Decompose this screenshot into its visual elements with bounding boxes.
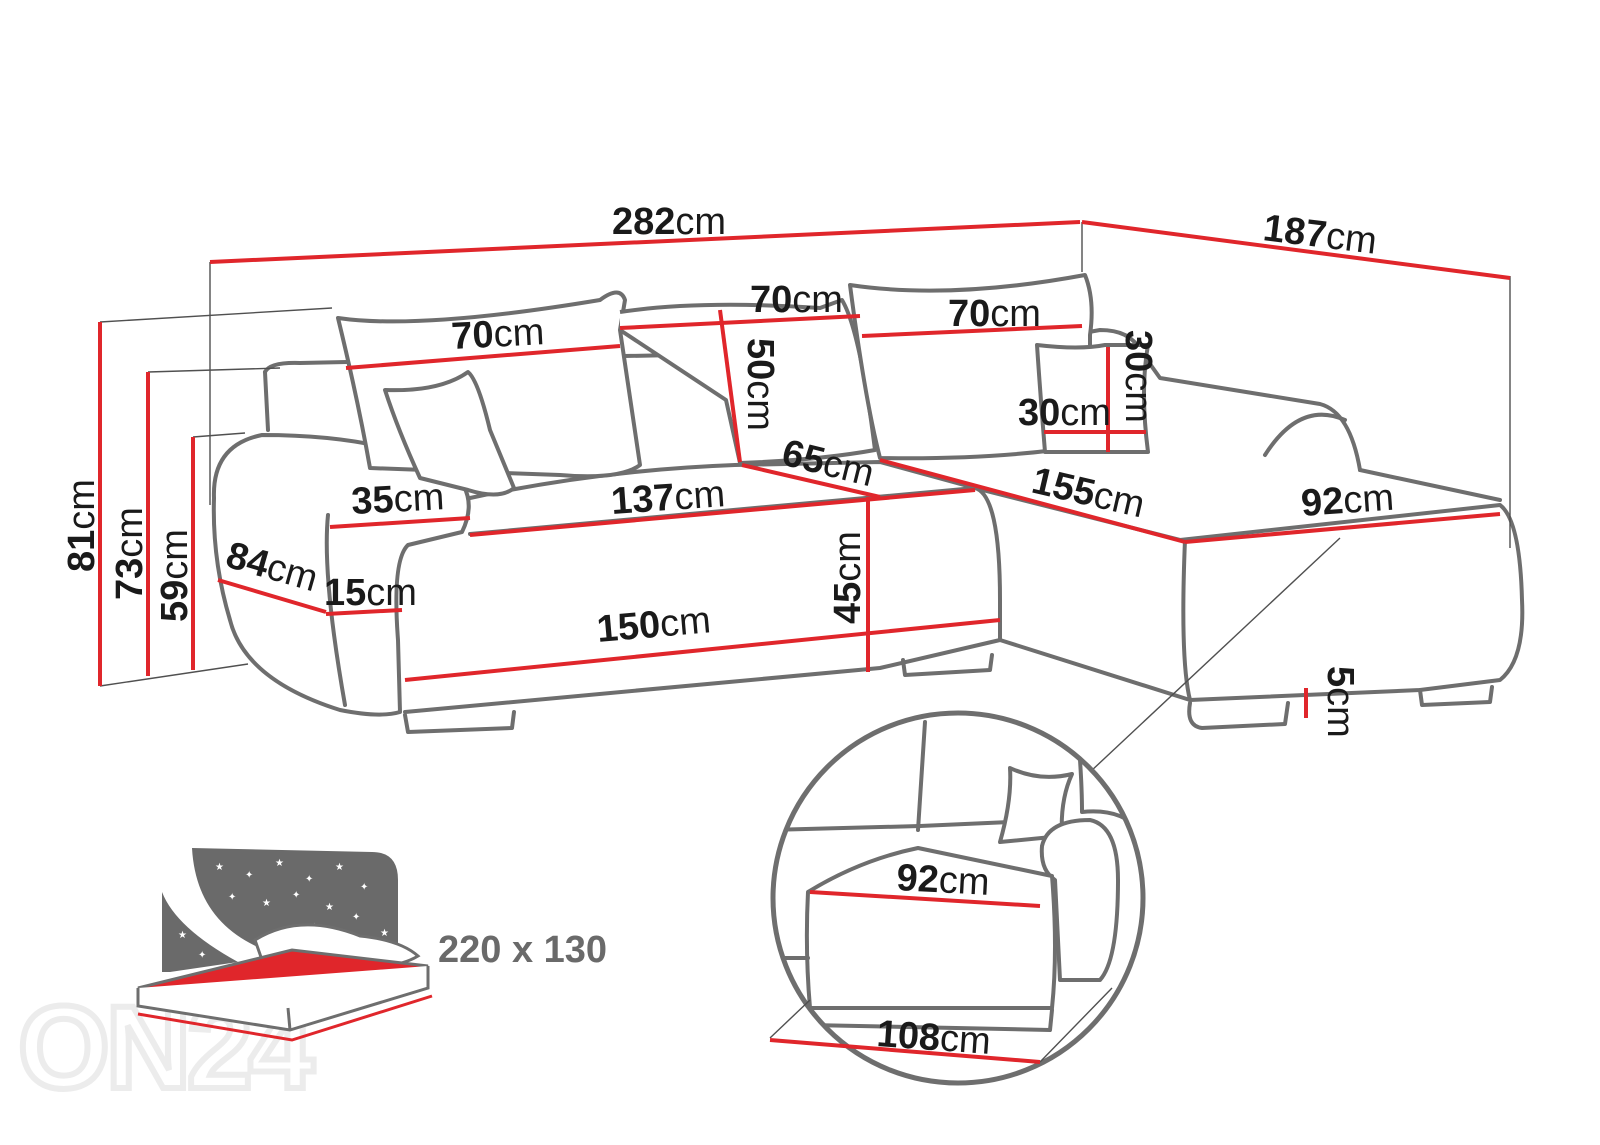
throw-cushion-left bbox=[383, 370, 516, 497]
label-chaise-width: 92cm bbox=[1300, 477, 1396, 525]
label-total-length: 282cm bbox=[612, 201, 726, 243]
reference-lines bbox=[99, 222, 1511, 773]
label-leg-height: 5cm bbox=[1319, 666, 1361, 738]
svg-text:✦: ✦ bbox=[352, 912, 360, 923]
dim-line-chaise-depth bbox=[1081, 220, 1511, 280]
svg-text:★: ★ bbox=[215, 862, 224, 873]
label-detail-bottom: 108cm bbox=[875, 1013, 992, 1063]
dim-line-cushion-height bbox=[718, 309, 742, 463]
night-sky-icon bbox=[192, 848, 398, 957]
svg-text:★: ★ bbox=[178, 930, 187, 941]
sofa-leg bbox=[1418, 685, 1494, 707]
label-height-armrest: 59cm bbox=[154, 529, 196, 622]
label-detail-top: 92cm bbox=[896, 857, 991, 904]
dim-line-total-length bbox=[209, 220, 1081, 264]
sofa-leg bbox=[403, 710, 516, 734]
svg-text:★: ★ bbox=[380, 928, 389, 939]
dim-line-detail-top bbox=[809, 890, 1041, 908]
label-chaise-depth: 187cm bbox=[1261, 207, 1379, 263]
svg-text:✦: ✦ bbox=[228, 892, 236, 903]
sofa-left-armrest bbox=[211, 433, 471, 717]
sofa-leg bbox=[1187, 701, 1290, 730]
label-height-back: 73cm bbox=[109, 507, 151, 600]
dim-line-seat-depth bbox=[741, 463, 881, 499]
label-cushion-right: 70cm bbox=[948, 293, 1041, 335]
dim-line-armrest-width bbox=[329, 516, 471, 529]
dim-line-cushion-left bbox=[345, 344, 621, 370]
svg-text:✦: ✦ bbox=[292, 890, 300, 901]
bed-size-arrow-icon bbox=[137, 994, 433, 1042]
sofa-illustration bbox=[211, 273, 1525, 734]
dim-line-armrest-height bbox=[325, 608, 403, 616]
label-small-cushion-height: 30cm bbox=[1117, 330, 1159, 423]
detail-throw-cushion bbox=[998, 766, 1074, 844]
label-cushion-middle: 70cm bbox=[750, 279, 843, 321]
dim-line-detail-bottom bbox=[769, 1038, 1041, 1064]
label-front-width: 150cm bbox=[595, 599, 712, 651]
dim-line-seat-width bbox=[469, 488, 976, 537]
label-armrest-height: 15cm bbox=[324, 572, 417, 614]
dim-line-cushion-right bbox=[861, 324, 1083, 338]
label-seat-height: 45cm bbox=[827, 531, 869, 624]
svg-text:✦: ✦ bbox=[198, 950, 206, 961]
dimension-lines bbox=[98, 220, 1511, 718]
label-height-total: 81cm bbox=[61, 479, 103, 572]
bed-size-label: 220 x 130 bbox=[438, 929, 607, 971]
sofa-backrest bbox=[263, 328, 1362, 472]
label-cushion-left: 70cm bbox=[450, 311, 545, 358]
dimension-labels: 282cm 187cm 81cm 73cm 59cm 70cm 70cm 70c… bbox=[61, 201, 1395, 738]
dim-line-chaise-length bbox=[879, 458, 1186, 544]
night-sky-left-icon bbox=[162, 892, 238, 972]
label-cushion-height: 50cm bbox=[739, 338, 781, 431]
detail-chaise-block bbox=[804, 846, 1057, 1010]
sofa-leg bbox=[901, 653, 994, 677]
label-armrest-width: 35cm bbox=[350, 476, 445, 523]
throw-cushion-right bbox=[1035, 343, 1150, 454]
dim-line-cushion-middle bbox=[619, 314, 861, 330]
svg-text:✦: ✦ bbox=[305, 874, 313, 885]
svg-text:★: ★ bbox=[335, 862, 344, 873]
svg-text:✦: ✦ bbox=[360, 882, 368, 893]
sofa-chaise bbox=[973, 486, 1525, 702]
svg-text:✦: ✦ bbox=[245, 870, 253, 881]
svg-text:★: ★ bbox=[262, 898, 271, 909]
sleeping-function-icon: ★✦★ ✦★✦ ✦★✦ ★✦★ ✦★✦ 220 x 130 bbox=[136, 848, 607, 1042]
dim-line-chaise-width bbox=[1184, 512, 1501, 544]
dim-line-front-width bbox=[404, 618, 1001, 682]
svg-text:★: ★ bbox=[275, 858, 284, 869]
chaise-detail-view: 92cm 108cm bbox=[769, 710, 1146, 1086]
svg-text:★: ★ bbox=[325, 902, 334, 913]
label-seat-width: 137cm bbox=[610, 473, 727, 523]
dim-line-armrest-depth bbox=[217, 578, 327, 614]
label-small-cushion-width: 30cm bbox=[1018, 392, 1111, 434]
